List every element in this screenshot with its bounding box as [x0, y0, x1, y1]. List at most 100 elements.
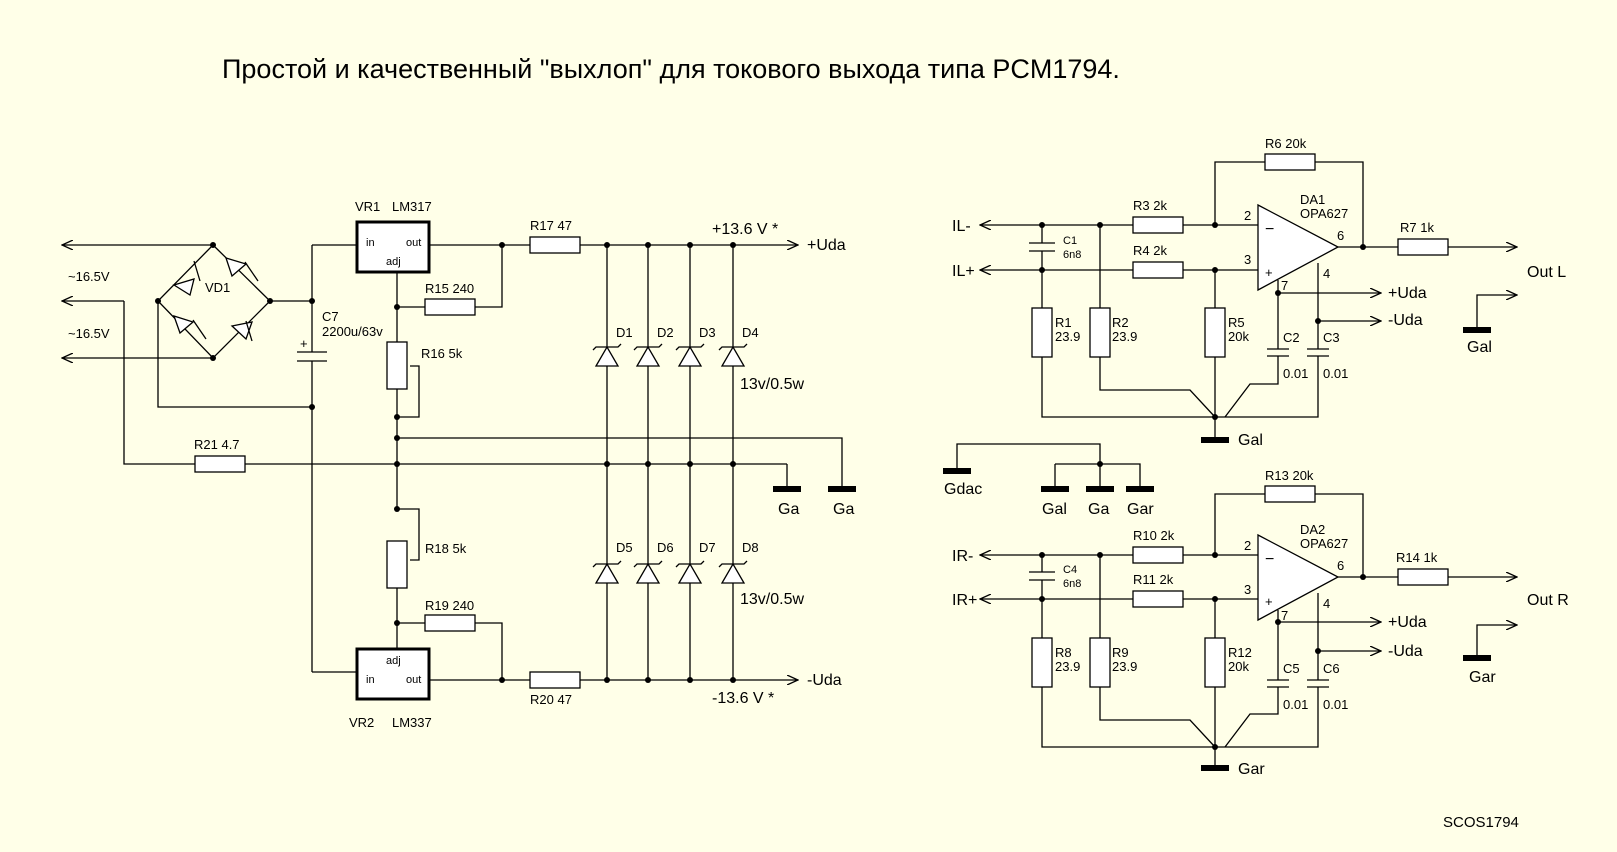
ground-symbol — [1463, 655, 1491, 661]
r17-resistor — [529, 236, 581, 254]
output-label: Out L — [1527, 264, 1566, 281]
vr1-part: LM317 — [392, 199, 432, 214]
r4-resistor — [1132, 261, 1184, 279]
power-supply: ~16.5V ~16.5V VD1 + C7 2200u/63v in out — [62, 199, 856, 730]
vr1-pin-out: out — [406, 237, 421, 249]
r8-resistor — [1031, 637, 1053, 688]
v-neg-label: -13.6 V * — [712, 690, 774, 707]
r5-resistor — [1204, 307, 1226, 358]
supply-label: -Uda — [1388, 643, 1423, 660]
pin-number: 2 — [1244, 208, 1251, 223]
bridge-diode — [172, 260, 201, 297]
ground-label: Ga — [833, 501, 854, 518]
rail-pos-label: +Uda — [807, 237, 846, 254]
r8-name: R8 — [1055, 645, 1072, 660]
r5-name: R5 — [1228, 315, 1245, 330]
r16-label: R16 5k — [421, 346, 463, 361]
r7-resistor — [1397, 238, 1449, 256]
vr1-pin-in: in — [366, 237, 375, 249]
bridge-diode — [172, 314, 207, 340]
pin-sign: − — [1265, 221, 1274, 238]
r12-resistor — [1204, 637, 1226, 688]
zener-diode-d5 — [592, 560, 622, 584]
zener-diode-d1 — [592, 343, 622, 367]
ground-label: Gal — [1042, 501, 1067, 518]
opamp-name: DA1 — [1300, 192, 1325, 207]
ground-symbol — [1086, 486, 1114, 492]
r18-label: R18 5k — [425, 541, 467, 556]
ground-label: Ga — [1088, 501, 1109, 518]
r9-value: 23.9 — [1112, 659, 1137, 674]
input-label: IL- — [952, 218, 971, 235]
r5-value: 20k — [1228, 329, 1249, 344]
r21-resistor — [194, 455, 246, 473]
vr2-pin-out: out — [406, 674, 421, 686]
ground-label: Gar — [1127, 501, 1154, 518]
schematic-title: Простой и качественный "выхлоп" для токо… — [222, 54, 1120, 84]
r15-resistor — [424, 298, 476, 316]
pin-number: 4 — [1323, 596, 1330, 611]
r10-label: R10 2k — [1133, 528, 1175, 543]
bridge-label: VD1 — [205, 280, 230, 295]
opamp-part: OPA627 — [1300, 206, 1348, 221]
pin-number: 6 — [1337, 228, 1344, 243]
c1-value: 6n8 — [1063, 249, 1081, 261]
vr2-pin-in: in — [366, 674, 375, 686]
r7-label: R7 1k — [1400, 220, 1434, 235]
r14-label: R14 1k — [1396, 550, 1438, 565]
zener-label: D8 — [742, 540, 759, 555]
r13-label: R13 20k — [1265, 468, 1314, 483]
r11-resistor — [1132, 590, 1184, 608]
ground-symbol — [1201, 765, 1229, 771]
ground-symbol — [1463, 327, 1491, 333]
supply-label: +Uda — [1388, 285, 1427, 302]
author-signature: SCOS1794 — [1443, 814, 1519, 831]
r20-label: R20 47 — [530, 692, 572, 707]
c6-value: 0.01 — [1323, 697, 1348, 712]
ground-symbol — [1126, 486, 1154, 492]
pin-number: 7 — [1281, 608, 1288, 623]
r19-resistor — [424, 614, 476, 632]
vr2-part: LM337 — [392, 715, 432, 730]
vr2-pin-adj: adj — [386, 655, 401, 667]
input-label: IR+ — [952, 592, 977, 609]
r3-label: R3 2k — [1133, 198, 1167, 213]
r8-value: 23.9 — [1055, 659, 1080, 674]
zener-diode-d7 — [675, 560, 705, 584]
zener-label: D6 — [657, 540, 674, 555]
pin-number: 2 — [1244, 538, 1251, 553]
vr2-regulator — [355, 647, 431, 701]
r6-label: R6 20k — [1265, 136, 1307, 151]
r3-resistor — [1132, 216, 1184, 234]
vr1-name: VR1 — [355, 199, 380, 214]
c3-value: 0.01 — [1323, 366, 1348, 381]
c3-name: C3 — [1323, 330, 1340, 345]
zener-rating: 13v/0.5w — [740, 591, 804, 608]
r19-label: R19 240 — [425, 598, 474, 613]
channel-right: IR- IR+ C4 6n8 R10 2k R11 2k R13 20k − +… — [952, 468, 1569, 778]
pin-number: 3 — [1244, 582, 1251, 597]
vr1-pin-adj: adj — [386, 256, 401, 268]
c4-name: C4 — [1063, 564, 1077, 576]
input-label: IL+ — [952, 263, 975, 280]
ac-input-label: ~16.5V — [68, 326, 110, 341]
r2-value: 23.9 — [1112, 329, 1137, 344]
pin-number: 4 — [1323, 266, 1330, 281]
zener-label: D2 — [657, 325, 674, 340]
r1-resistor — [1031, 307, 1053, 358]
ground-label: Gar — [1469, 669, 1496, 686]
c5-name: C5 — [1283, 661, 1300, 676]
ground-symbol — [828, 486, 856, 492]
zener-diode-d2 — [633, 343, 663, 367]
input-label: IR- — [952, 548, 973, 565]
supply-label: -Uda — [1388, 312, 1423, 329]
pin-number: 6 — [1337, 558, 1344, 573]
r21-label: R21 4.7 — [194, 437, 240, 452]
r15-label: R15 240 — [425, 281, 474, 296]
output-label: Out R — [1527, 592, 1569, 609]
rail-neg-label: -Uda — [807, 672, 842, 689]
r13-resistor — [1264, 485, 1316, 503]
r20-resistor — [529, 671, 581, 689]
ground-symbol — [1201, 437, 1229, 443]
